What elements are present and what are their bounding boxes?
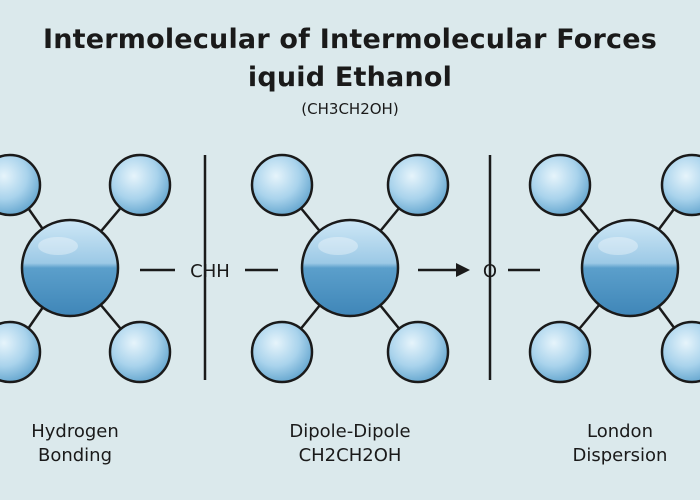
label-london-dispersion: London Dispersion (545, 420, 695, 468)
atom-small (0, 153, 42, 217)
atom-central (20, 218, 120, 318)
atom-small (386, 320, 450, 384)
atom-central (580, 218, 680, 318)
atom-central (300, 218, 400, 318)
label-line: Bonding (37, 445, 113, 466)
atom-small (386, 153, 450, 217)
molecule-right (528, 153, 700, 384)
atom-small (660, 320, 700, 384)
molecule-center (250, 153, 450, 384)
label-line: Dipole-Dipole (289, 421, 411, 442)
atom-small (108, 320, 172, 384)
label-line: London (587, 421, 653, 442)
atom-small (0, 320, 42, 384)
label-line: Hydrogen (31, 421, 119, 442)
atom-small (108, 153, 172, 217)
molecule-left (0, 153, 172, 384)
connector-label-chh: CHH (190, 261, 230, 282)
formula-label: (CH3CH2OH) (301, 100, 399, 118)
atom-small (250, 153, 314, 217)
atom-small (528, 320, 592, 384)
atom-small (660, 153, 700, 217)
arrowhead-icon (456, 263, 470, 277)
diagram-title-line-1: Intermolecular of Intermolecular Forces (42, 24, 658, 55)
atom-small (250, 320, 314, 384)
label-hydrogen-bonding: Hydrogen Bonding (0, 420, 150, 468)
label-line: Dispersion (572, 445, 668, 466)
label-line: CH2CH2OH (298, 445, 402, 466)
label-dipole-dipole: Dipole-Dipole CH2CH2OH (250, 420, 450, 468)
atom-small (528, 153, 592, 217)
diagram-title-line-2: iquid Ethanol (247, 62, 453, 93)
connector-label-o: O (483, 261, 497, 282)
